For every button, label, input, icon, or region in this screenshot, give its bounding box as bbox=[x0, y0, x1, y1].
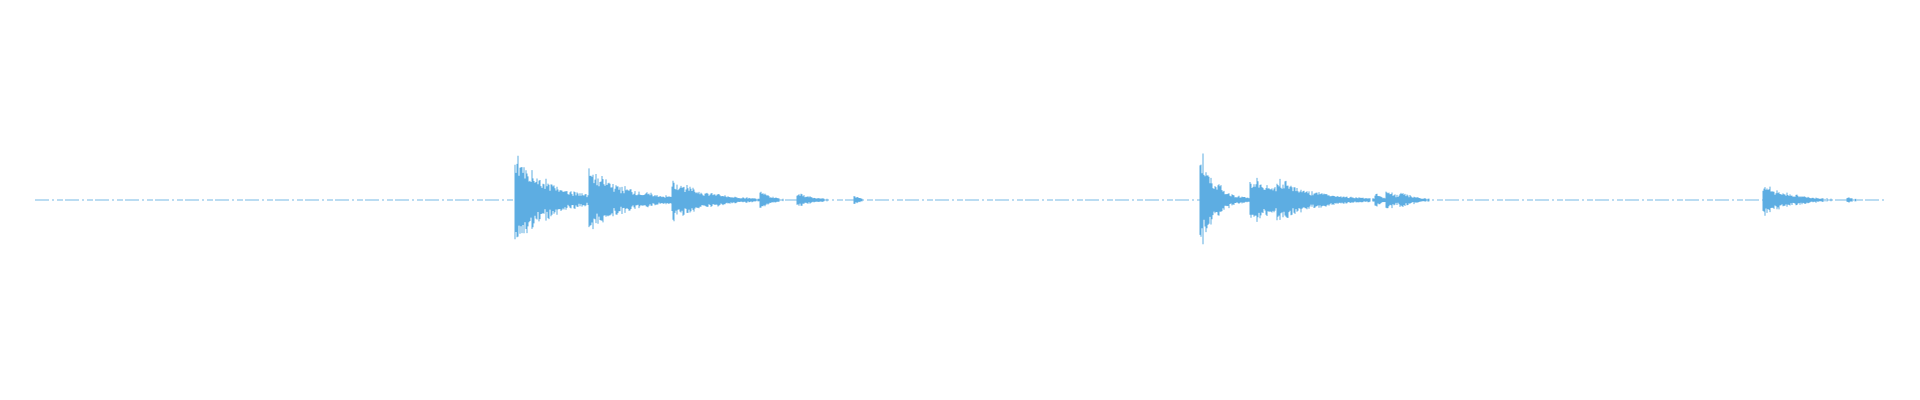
waveform-bars bbox=[514, 153, 1857, 245]
